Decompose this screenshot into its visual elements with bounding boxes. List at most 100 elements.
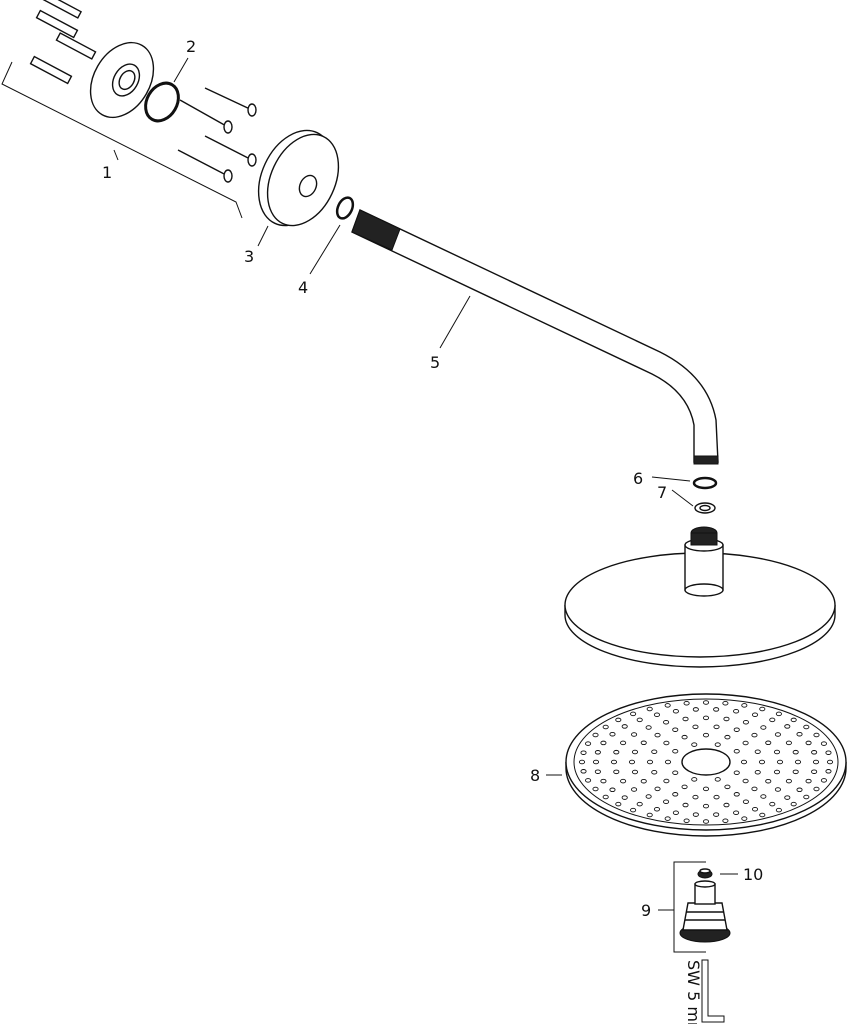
spray-nozzle [774, 732, 781, 737]
spray-nozzle [784, 795, 791, 800]
spray-nozzle [702, 700, 710, 705]
spray-nozzle [640, 778, 647, 784]
part-7-number: 7 [657, 483, 667, 502]
spray-nozzle [775, 711, 782, 717]
part-8-spray-plate [565, 693, 847, 837]
spray-nozzle [751, 712, 759, 717]
overhead-shower-body [564, 526, 836, 668]
spray-nozzle [620, 740, 627, 746]
spray-nozzle [760, 794, 767, 799]
part-9-jet-cartridge [679, 880, 731, 943]
spray-nozzle [722, 818, 729, 824]
spray-nozzle [613, 769, 620, 775]
spray-nozzle [742, 740, 749, 746]
spray-nozzle [630, 711, 637, 717]
part-6-number: 6 [633, 469, 643, 488]
spray-nozzle [820, 778, 827, 783]
spray-nozzle [758, 759, 766, 765]
part-3-number: 3 [244, 247, 254, 266]
spray-nozzle [663, 740, 670, 746]
spray-nozzle [794, 759, 802, 765]
spray-nozzle [773, 749, 781, 755]
part-3-wall-cover [257, 129, 340, 227]
spray-nozzle [759, 812, 766, 818]
spray-nozzle [631, 749, 639, 755]
screws [177, 87, 257, 183]
part-9-bracket [673, 861, 706, 953]
part-6-leader [651, 476, 691, 482]
spray-nozzle [820, 741, 827, 746]
spray-nozzle [760, 725, 767, 730]
part-9-number: 9 [641, 901, 651, 920]
spray-nozzle [664, 759, 672, 765]
spray-nozzle [741, 703, 748, 708]
spray-nozzle [691, 742, 698, 747]
spray-nozzle [580, 750, 587, 755]
spray-nozzle [733, 749, 740, 754]
spray-nozzle [594, 750, 601, 755]
spray-nozzle [812, 759, 820, 765]
spray-nozzle [628, 759, 636, 765]
spray-nozzle [692, 724, 699, 730]
spray-nozzle [774, 787, 781, 792]
spray-nozzle [609, 787, 616, 793]
spray-nozzle [769, 717, 776, 723]
hex-key-tool [701, 959, 725, 1023]
spray-nozzle [621, 795, 628, 800]
spray-nozzle [740, 759, 748, 765]
spray-nozzle [692, 794, 699, 800]
spray-nozzle [692, 812, 699, 817]
spray-nozzle [621, 724, 628, 729]
spray-nozzle [754, 770, 761, 775]
part-4-o-ring [335, 196, 355, 220]
spray-nozzle [672, 749, 679, 754]
spray-nozzle [594, 769, 601, 774]
spray-nozzle [724, 734, 731, 740]
spray-nozzle [811, 750, 818, 755]
spray-nozzle [645, 794, 652, 799]
spray-nozzle [646, 759, 654, 765]
spray-nozzle [792, 749, 799, 755]
part-2-leader [173, 57, 189, 83]
spray-nozzle [681, 784, 688, 790]
spray-nozzle [714, 742, 721, 747]
spray-nozzle [683, 818, 690, 824]
spray-nozzle [653, 807, 661, 812]
spray-nozzle [790, 717, 797, 723]
spray-nozzle [609, 731, 616, 737]
spray-nozzle [813, 786, 820, 792]
spray-nozzle [602, 794, 609, 800]
hex-key-size-label: SW 5 mm [684, 960, 703, 1024]
spray-nozzle [664, 816, 671, 821]
part-4-leader [309, 224, 341, 275]
part-1-bracket [1, 61, 243, 219]
spray-nozzle [630, 807, 637, 813]
spray-nozzle [585, 778, 592, 783]
spray-nozzle [592, 786, 599, 792]
spray-nozzle [813, 732, 820, 738]
spray-nozzle [775, 807, 782, 813]
spray-nozzle [796, 787, 803, 793]
spray-nozzle [692, 707, 699, 712]
spray-nozzle [636, 801, 643, 807]
spray-nozzle [723, 716, 730, 722]
spray-nozzle [733, 792, 740, 797]
part-1-leader [113, 149, 119, 161]
spray-nozzle [636, 717, 643, 723]
spray-nozzle [713, 707, 720, 712]
spray-nozzle [578, 759, 586, 765]
part-5-leader [439, 295, 471, 349]
part-4-number: 4 [298, 278, 308, 297]
spray-nozzle [613, 749, 620, 755]
spray-nozzle [792, 769, 799, 775]
part-5-shower-arm [351, 209, 719, 465]
spray-nozzle [776, 759, 784, 765]
spray-nozzle [631, 769, 639, 775]
part-7-leader [671, 489, 694, 507]
spray-nozzle [615, 717, 622, 723]
spray-nozzle [681, 734, 688, 740]
spray-nozzle [592, 759, 600, 765]
spray-nozzle [683, 700, 690, 706]
spray-nozzle [773, 769, 781, 775]
